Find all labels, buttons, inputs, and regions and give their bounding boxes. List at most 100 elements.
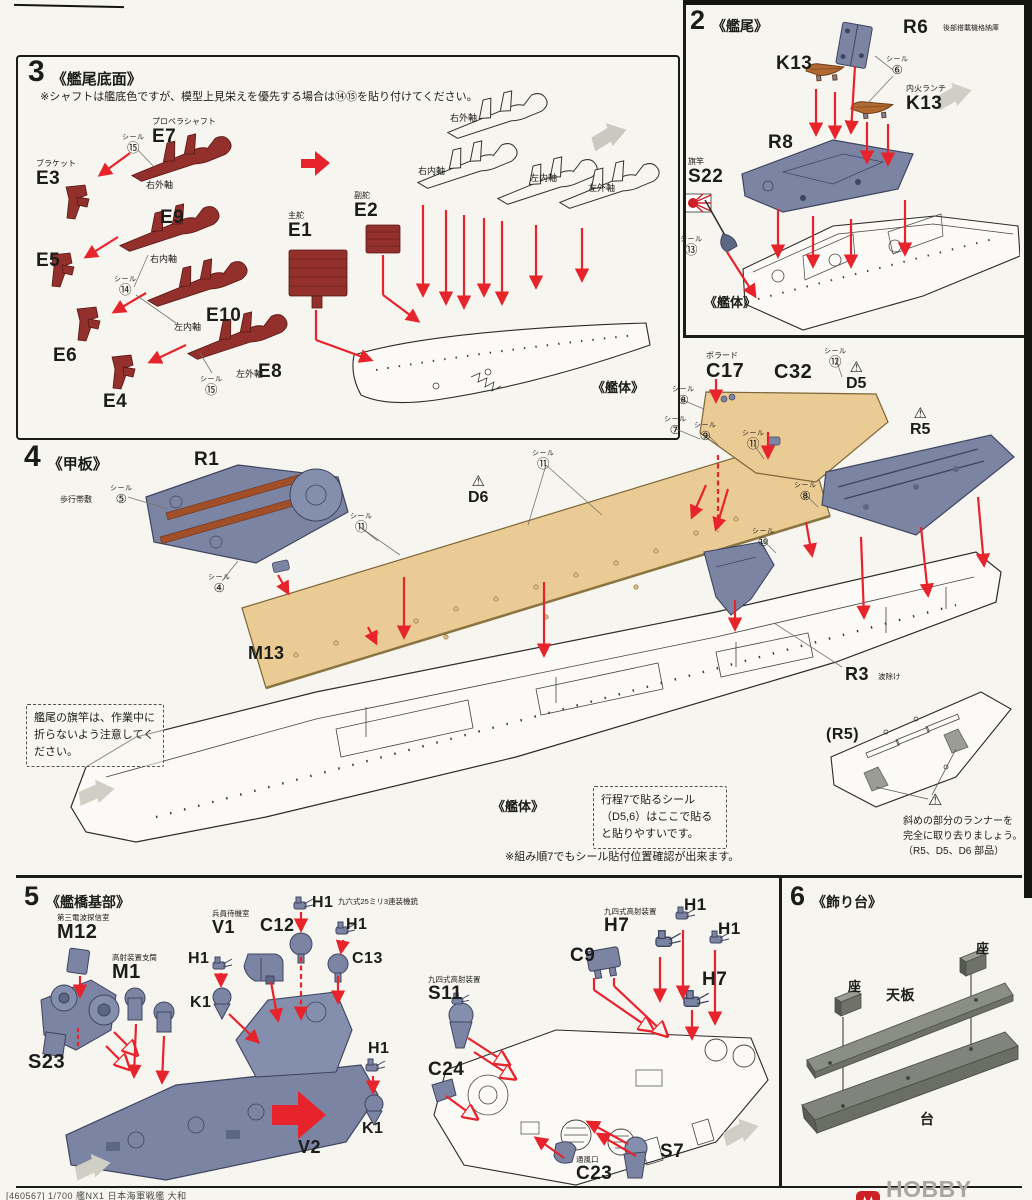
section56-divider (779, 877, 782, 1187)
page-bottom-rule (16, 1186, 1022, 1188)
section4-bottom-rule (16, 875, 1022, 878)
part-label-k1: K1 (362, 1120, 384, 1137)
section3-number: 3 (28, 55, 45, 88)
r3-breakwater-part (703, 541, 775, 616)
part-label-r8: R8 (768, 132, 794, 153)
direction-arrow-gray (723, 1118, 759, 1147)
part-label-r6: R6 (903, 17, 929, 38)
assembly-arrows (726, 65, 913, 299)
part-label-r1: R1 (194, 449, 220, 470)
part-label-e6: E6 (53, 345, 78, 366)
axis-label: 左内軸 (174, 322, 202, 332)
part-label-h1: H1 (188, 950, 210, 967)
part-name-r6: 後部搭載機格納庫 (943, 25, 999, 32)
left-cluster-parts (40, 896, 386, 1127)
part-label-c13: C13 (352, 950, 383, 967)
section6-header: 6 《飾り台》 (790, 883, 882, 912)
stern-hull-art (742, 213, 1020, 331)
za-base-blocks (834, 949, 987, 1017)
seal-hint-note: 行程7で貼るシール（D5,6）はここで貼ると貼りやすいです。 (593, 786, 727, 850)
section4-art (70, 358, 1015, 843)
big-red-arrow (301, 151, 330, 176)
stand-label-za: 座 (848, 979, 862, 994)
part-label-s7: S7 (660, 1141, 685, 1162)
watermark-text: HOBBY SEARCH (886, 1176, 972, 1200)
section2-title: 《艦尾》 (712, 18, 769, 34)
dai-base (801, 1031, 1019, 1135)
hobbysearch-logo-icon (856, 1191, 880, 1200)
rudder-parts (288, 224, 401, 309)
assembly-arrows (276, 379, 991, 658)
section4-number: 4 (24, 440, 41, 473)
section5-header: 5 《艦橋基部》 (24, 883, 130, 912)
section2-header: 2 《艦尾》 (690, 7, 769, 36)
section3-frame (16, 55, 680, 440)
section3-art (50, 82, 663, 404)
section6-art (801, 949, 1019, 1135)
k13-boat-parts (805, 63, 894, 120)
part-label-k13: K13 (776, 53, 813, 74)
part-label-c32: C32 (774, 361, 813, 383)
direction-arrow-gray (78, 779, 115, 806)
part-label-e5: E5 (36, 250, 61, 271)
axis-label: 左外軸 (588, 183, 616, 193)
part-label-e9: E9 (160, 207, 185, 228)
part-label-e8: E8 (258, 361, 283, 382)
part-name-h1-gun: 九六式25ミリ3連装機銃 (338, 897, 419, 906)
part-label-r5-ref: (R5) (826, 726, 860, 743)
section5-art (40, 896, 769, 1186)
axis-label: 右外軸 (146, 180, 174, 190)
axis-label: 右内軸 (150, 254, 178, 264)
seal-leader-lines (133, 149, 213, 374)
r1-deckhouse-part (145, 464, 349, 564)
r6-hangar-part (835, 21, 873, 69)
part-label-e4: E4 (103, 391, 128, 412)
runner-warning-note: 斜めの部分のランナーを 完全に取り去りましょう。 （R5、D5、D6 部品） (903, 816, 1023, 857)
seal-leader-lines (864, 55, 894, 107)
axis-label: 右外軸 (450, 113, 478, 123)
seal-leader-lines (127, 358, 843, 668)
part-label-c9: C9 (570, 945, 596, 966)
walkway-label: 歩行帯敷 (60, 495, 92, 504)
axis-label: 左内軸 (530, 173, 558, 183)
warning-icon: ⚠ (928, 792, 943, 809)
warning-r5: ⚠R5 (910, 405, 931, 438)
hull-bottom-art (352, 322, 651, 404)
section2-art (684, 21, 1020, 331)
part-label-r3: R3 (845, 664, 870, 684)
direction-arrow-gray (74, 1153, 111, 1181)
s22-flagstaff-part (684, 193, 738, 253)
hull-label: 《艦体》 (492, 799, 545, 814)
section2-left-rule (683, 3, 686, 337)
main-hull-art (70, 551, 1002, 843)
r5-deck-part (821, 434, 1015, 536)
section4-header: 4 《甲板》 (24, 440, 108, 474)
section3-title: 《艦尾底面》 (51, 71, 142, 88)
axis-label: 右内軸 (418, 166, 446, 176)
kit-code-line: [460567] 1/700 艦NX1 日本海軍戦艦 大和 (6, 1191, 187, 1200)
big-red-arrow (272, 1091, 326, 1139)
flagstaff-note: 艦尾の旗竿は、作業中に折らないよう注意してください。 (26, 704, 164, 768)
watermark: HOBBY SEARCH TAPSCHS (856, 1176, 1032, 1200)
